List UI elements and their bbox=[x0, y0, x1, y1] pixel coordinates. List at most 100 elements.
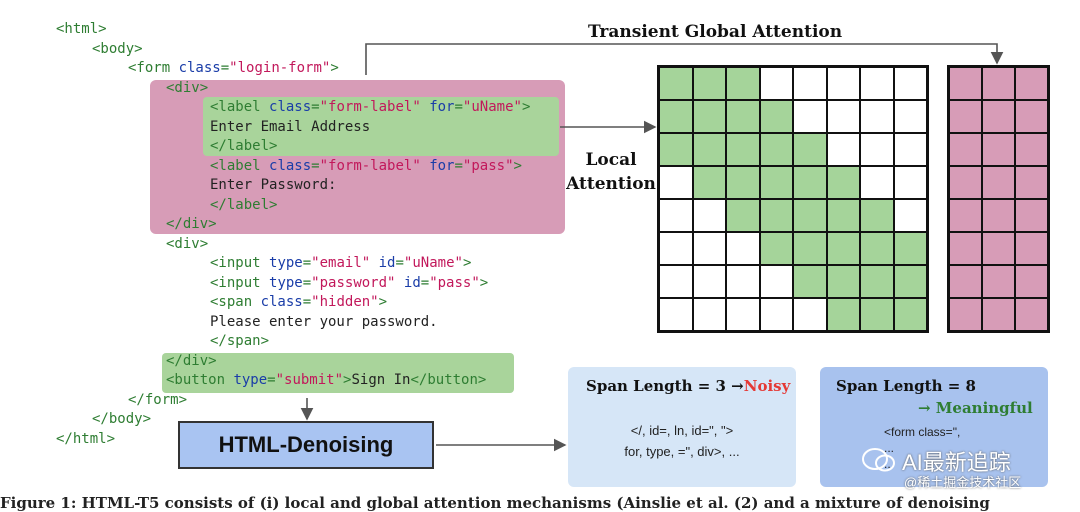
local-empty-cell bbox=[759, 298, 793, 331]
meaningful-line-3: ... bbox=[884, 457, 895, 471]
global-attended-cell bbox=[1015, 199, 1048, 232]
code-line: </body> bbox=[56, 410, 530, 430]
local-empty-cell bbox=[893, 199, 927, 232]
code-token: </span> bbox=[210, 333, 270, 349]
code-line: <button type="submit">Sign In</button> bbox=[56, 371, 530, 391]
global-attended-cell bbox=[1015, 166, 1048, 199]
code-token: <body> bbox=[92, 40, 143, 57]
code-token: = bbox=[454, 157, 463, 174]
local-attended-cell bbox=[893, 265, 927, 298]
code-token: = bbox=[220, 60, 230, 76]
code-token: <input bbox=[210, 255, 270, 271]
code-token: class bbox=[178, 60, 221, 76]
code-token: <div> bbox=[166, 235, 209, 252]
noisy-line-2: for, type, =", div>, ... bbox=[624, 444, 740, 459]
local-empty-cell bbox=[659, 265, 693, 298]
meaningful-span-box: Span Length = 8 → Meaningful <form class… bbox=[820, 367, 1048, 487]
local-attended-cell bbox=[759, 166, 793, 199]
button-highlight bbox=[162, 353, 514, 393]
code-line: <input type="password" id="pass"> bbox=[56, 274, 530, 294]
local-attended-cell bbox=[793, 133, 827, 166]
code-line: Enter Password: bbox=[56, 176, 530, 196]
watermark-subtitle: @稀土掘金技术社区 bbox=[904, 475, 1022, 490]
code-line: </html> bbox=[56, 430, 530, 450]
local-empty-cell bbox=[860, 166, 894, 199]
global-attended-cell bbox=[982, 133, 1015, 166]
local-attended-cell bbox=[860, 298, 894, 331]
code-token: type bbox=[269, 255, 303, 271]
meaningful-line-2: ... bbox=[884, 441, 895, 455]
global-attended-cell bbox=[949, 166, 982, 199]
global-attended-cell bbox=[949, 67, 982, 100]
local-attended-cell bbox=[793, 232, 827, 265]
local-empty-cell bbox=[793, 298, 827, 331]
local-attended-cell bbox=[726, 100, 760, 133]
global-attended-cell bbox=[949, 298, 982, 331]
code-line: <input type="email" id="uName"> bbox=[56, 254, 530, 274]
code-token: = bbox=[420, 274, 430, 291]
local-attended-cell bbox=[726, 67, 760, 100]
code-token: Please enter your password. bbox=[210, 313, 438, 330]
local-attended-cell bbox=[826, 232, 860, 265]
code-line: Enter Email Address bbox=[56, 118, 530, 138]
meaningful-box-title: Span Length = 8 bbox=[836, 377, 976, 395]
code-token: <button bbox=[166, 372, 234, 388]
global-attended-cell bbox=[949, 199, 982, 232]
code-token: > bbox=[343, 372, 352, 388]
code-line: <label class="form-label" for="pass"> bbox=[56, 157, 530, 177]
local-attended-cell bbox=[893, 232, 927, 265]
local-empty-cell bbox=[826, 100, 860, 133]
local-attended-cell bbox=[726, 166, 760, 199]
code-token: </label> bbox=[210, 138, 278, 154]
local-empty-cell bbox=[759, 265, 793, 298]
global-attended-cell bbox=[982, 199, 1015, 232]
global-attended-cell bbox=[982, 100, 1015, 133]
global-attended-cell bbox=[949, 100, 982, 133]
noisy-title-prefix: Span Length = 3 → bbox=[586, 377, 744, 395]
local-label-line2: Attention bbox=[566, 174, 656, 194]
code-token: "login-form" bbox=[229, 60, 331, 76]
local-attended-cell bbox=[759, 100, 793, 133]
local-empty-cell bbox=[893, 133, 927, 166]
code-token: type bbox=[269, 274, 303, 291]
code-token: <form bbox=[128, 60, 179, 76]
local-empty-cell bbox=[659, 298, 693, 331]
code-token: </body> bbox=[92, 411, 152, 427]
transient-global-attention-label: Transient Global Attention bbox=[588, 22, 843, 42]
code-line: </div> bbox=[56, 352, 530, 372]
code-token: = bbox=[395, 255, 404, 271]
noisy-box-title: Span Length = 3 →Noisy bbox=[586, 377, 790, 395]
local-empty-cell bbox=[893, 166, 927, 199]
code-line: <form class="login-form"> bbox=[56, 59, 530, 79]
code-token: </button> bbox=[410, 372, 487, 388]
code-token: "form-label" bbox=[319, 99, 421, 115]
code-token: for bbox=[420, 157, 455, 174]
code-token: <label bbox=[210, 99, 270, 115]
code-token: > bbox=[513, 157, 522, 174]
local-attention-grid bbox=[657, 65, 929, 333]
local-empty-cell bbox=[692, 199, 726, 232]
code-token: Sign In bbox=[351, 372, 411, 388]
local-attended-cell bbox=[726, 199, 760, 232]
code-line: <div> bbox=[56, 79, 530, 99]
code-line: </label> bbox=[56, 196, 530, 216]
code-token: "form-label" bbox=[319, 157, 421, 174]
global-attended-cell bbox=[1015, 265, 1048, 298]
global-attended-cell bbox=[982, 232, 1015, 265]
local-empty-cell bbox=[659, 166, 693, 199]
code-token: > bbox=[378, 294, 388, 310]
local-empty-cell bbox=[860, 133, 894, 166]
code-token: <div> bbox=[166, 79, 209, 96]
local-empty-cell bbox=[659, 232, 693, 265]
code-token: class bbox=[269, 157, 312, 174]
code-token: <label bbox=[210, 157, 270, 174]
local-attended-cell bbox=[860, 199, 894, 232]
code-line: <span class="hidden"> bbox=[56, 293, 530, 313]
code-line: Please enter your password. bbox=[56, 313, 530, 333]
code-line: <div> bbox=[56, 235, 530, 255]
local-empty-cell bbox=[826, 67, 860, 100]
code-token: "password" bbox=[311, 274, 396, 291]
code-token: id bbox=[395, 274, 421, 291]
global-attended-cell bbox=[1015, 298, 1048, 331]
